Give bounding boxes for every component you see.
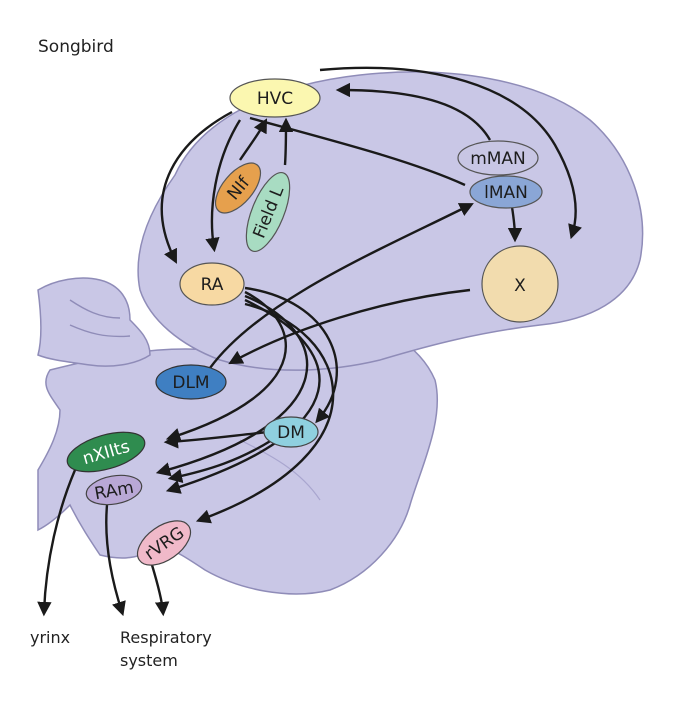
nucleus-mman: mMAN <box>457 140 539 176</box>
nucleus-hvc: HVC <box>229 78 321 118</box>
nucleus-dm: DM <box>263 416 319 448</box>
label-dlm: DLM <box>172 373 209 393</box>
nucleus-ram: RAm <box>85 474 143 506</box>
projection-arrows <box>37 66 582 617</box>
cerebellum-shape <box>37 277 151 367</box>
brain-silhouette <box>37 71 644 595</box>
nucleus-lman: lMAN <box>469 175 543 209</box>
arrow-ra-ram-2 <box>165 298 321 494</box>
arrow-hvc-x <box>319 66 582 240</box>
nucleus-ra: RA <box>179 262 245 306</box>
arrow-hvc-lman-line <box>249 116 466 187</box>
fold-line-2 <box>69 324 131 338</box>
arrow-nxiits-syrinx <box>37 469 77 617</box>
arrow-hvc-ra-outer <box>160 110 233 264</box>
arrow-fieldl-hvc <box>278 117 294 166</box>
arrow-ra-rvrg <box>195 302 335 524</box>
arrow-ra-dm <box>244 286 338 424</box>
arrow-lman-x <box>507 206 523 243</box>
forebrain-shape <box>137 71 644 371</box>
arrow-dlm-lman <box>209 203 474 369</box>
label-ra: RA <box>201 275 224 295</box>
label-x: X <box>514 276 526 296</box>
arrow-ram-respiratory <box>105 504 126 617</box>
nucleus-x: X <box>481 245 559 323</box>
arrow-mman-hvc <box>335 82 492 141</box>
fold-line-3 <box>239 439 321 501</box>
fold-line-1 <box>69 299 121 319</box>
nucleus-nxiits: nXIIts <box>66 431 146 473</box>
label-lman: lMAN <box>484 183 528 203</box>
output-respiratory-label-line2: system <box>120 651 178 670</box>
arrow-dm-nxiits <box>163 430 269 449</box>
label-mman: mMAN <box>470 149 526 169</box>
diagram-title: Songbird <box>38 37 114 57</box>
nucleus-dlm: DLM <box>155 364 227 400</box>
arrow-dm-ram <box>167 438 273 483</box>
output-syrinx-label: yrinx <box>30 628 70 647</box>
nucleus-nif: NIf <box>214 162 262 214</box>
arrow-ra-ram <box>155 294 309 477</box>
output-respiratory-label-line1: Respiratory <box>120 628 212 647</box>
arrow-hvc-ra-inner <box>205 119 242 253</box>
label-hvc: HVC <box>257 89 293 109</box>
arrow-nif-hvc <box>239 118 268 161</box>
arrow-x-dlm <box>228 288 471 365</box>
arrow-rvrg-respiratory <box>150 564 170 617</box>
label-dm: DM <box>277 423 305 443</box>
